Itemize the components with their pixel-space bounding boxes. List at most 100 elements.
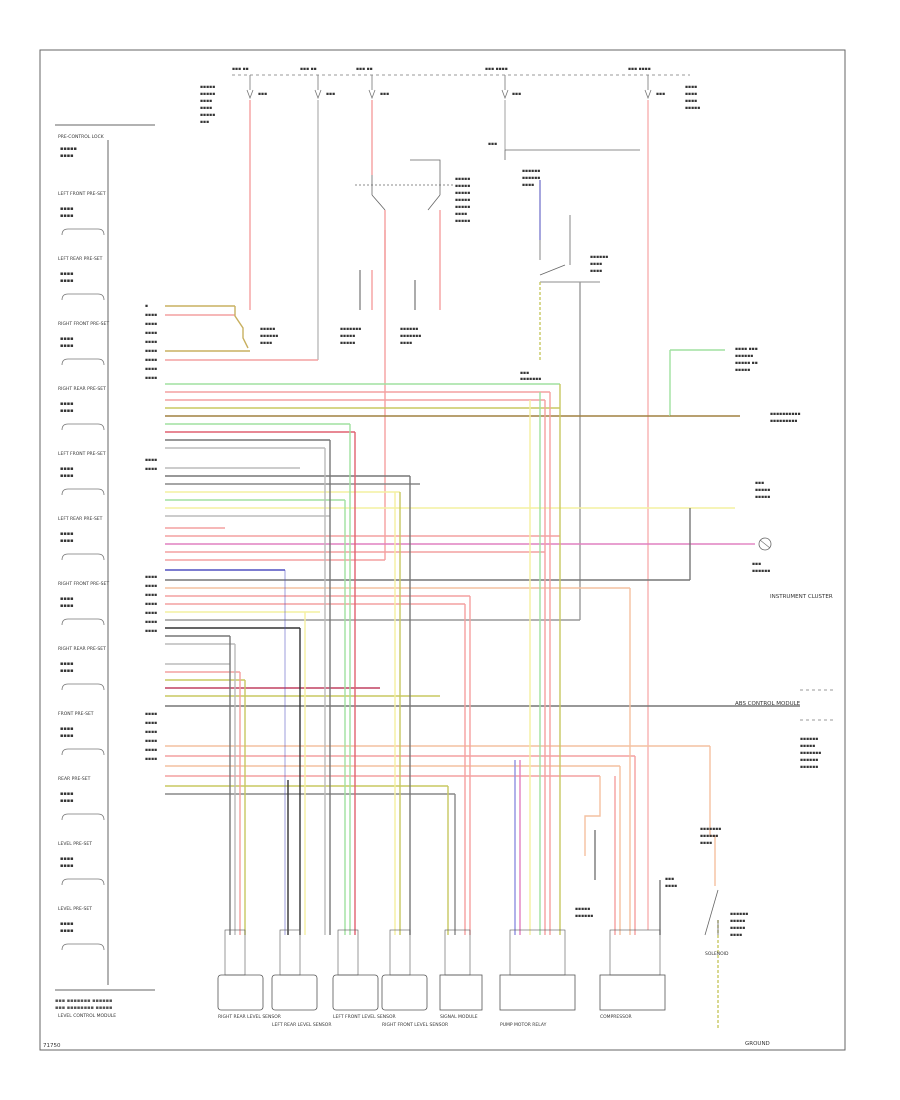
svg-text:▪▪▪▪: ▪▪▪▪ [665, 884, 677, 889]
svg-text:▪▪▪▪: ▪▪▪▪ [145, 712, 157, 717]
svg-text:▪▪▪▪▪: ▪▪▪▪▪ [455, 191, 470, 196]
svg-text:▪▪▪▪▪▪: ▪▪▪▪▪▪ [735, 354, 753, 359]
svg-text:▪▪▪: ▪▪▪ [512, 92, 521, 97]
svg-text:▪▪▪▪▪▪: ▪▪▪▪▪▪ [260, 334, 278, 339]
svg-text:▪▪▪▪: ▪▪▪▪ [145, 721, 157, 726]
svg-text:▪▪▪▪: ▪▪▪▪ [60, 278, 74, 284]
svg-text:▪▪▪▪: ▪▪▪▪ [60, 401, 74, 407]
svg-text:▪▪▪▪▪: ▪▪▪▪▪ [60, 146, 77, 152]
svg-text:▪▪▪▪: ▪▪▪▪ [145, 730, 157, 735]
svg-text:▪: ▪ [145, 304, 148, 309]
svg-text:▪▪▪▪: ▪▪▪▪ [145, 358, 157, 363]
right-side-connections: ▪▪▪▪ ▪▪▪▪▪▪▪▪▪▪▪▪▪▪ ▪▪ ▪▪▪▪▪ ▪▪▪▪▪▪▪▪▪▪▪… [575, 347, 835, 1047]
svg-text:▪▪▪▪: ▪▪▪▪ [145, 629, 157, 634]
svg-text:▪▪▪▪: ▪▪▪▪ [60, 343, 74, 349]
svg-text:▪▪▪▪: ▪▪▪▪ [522, 183, 534, 188]
svg-text:▪▪▪▪▪▪: ▪▪▪▪▪▪ [800, 758, 818, 763]
left-label-4: RIGHT REAR PRE-SET [58, 386, 106, 392]
svg-text:▪▪▪▪▪▪▪: ▪▪▪▪▪▪▪ [800, 751, 821, 756]
component-label-4: SIGNAL MODULE [440, 1014, 478, 1020]
power-distribution: ▪▪▪ ▪▪ ▪▪▪ ▪▪ ▪▪▪ ▪▪ ▪▪▪ ▪▪▪▪ ▪▪▪ ▪▪▪▪ ▪… [200, 67, 700, 125]
svg-text:▪▪▪▪: ▪▪▪▪ [60, 336, 74, 342]
module-label: LEVEL CONTROL MODULE [58, 1013, 116, 1019]
left-label-0: PRE-CONTROL LOCK [58, 134, 105, 140]
svg-text:▪▪▪ ▪▪: ▪▪▪ ▪▪ [356, 67, 373, 72]
abs-module-label: ABS CONTROL MODULE [735, 701, 801, 707]
component-label-3: RIGHT FRONT LEVEL SENSOR [382, 1022, 448, 1028]
bottom-components: RIGHT REAR LEVEL SENSOR LEFT REAR LEVEL … [217, 929, 729, 1028]
component-label-7: SOLENOID [705, 951, 729, 957]
svg-text:▪▪▪▪: ▪▪▪▪ [145, 349, 157, 354]
ground-label: GROUND [745, 1041, 770, 1047]
footer-code: 71750 [43, 1043, 61, 1049]
svg-text:▪▪▪▪▪▪: ▪▪▪▪▪▪ [800, 765, 818, 770]
svg-text:▪▪▪▪▪: ▪▪▪▪▪ [735, 368, 750, 373]
svg-text:▪▪▪▪: ▪▪▪▪ [200, 106, 212, 111]
harness-horizontal-wires [165, 305, 800, 795]
svg-text:▪▪▪▪▪▪: ▪▪▪▪▪▪ [590, 255, 608, 260]
left-label-10: REAR PRE-SET [58, 776, 91, 782]
svg-text:▪▪▪▪▪: ▪▪▪▪▪ [685, 106, 700, 111]
svg-text:▪▪▪▪▪: ▪▪▪▪▪ [200, 85, 215, 90]
svg-text:▪▪▪▪: ▪▪▪▪ [60, 271, 74, 277]
svg-text:▪▪▪▪: ▪▪▪▪ [145, 748, 157, 753]
svg-text:▪▪▪▪: ▪▪▪▪ [60, 531, 74, 537]
svg-text:▪▪▪: ▪▪▪ [258, 92, 267, 97]
svg-text:▪▪▪: ▪▪▪ [326, 92, 335, 97]
left-panel-labels: PRE-CONTROL LOCK LEFT FRONT PRE-SET LEFT… [58, 134, 116, 1019]
svg-text:▪▪▪▪▪: ▪▪▪▪▪ [340, 334, 355, 339]
svg-text:▪▪▪▪▪▪▪: ▪▪▪▪▪▪▪ [700, 827, 721, 832]
left-label-11: LEVEL PRE-SET [58, 841, 92, 847]
svg-text:▪▪▪▪▪▪: ▪▪▪▪▪▪ [522, 169, 540, 174]
svg-text:▪▪▪▪: ▪▪▪▪ [60, 863, 74, 869]
component-label-6: COMPRESSOR [600, 1014, 632, 1020]
svg-text:▪▪▪▪▪▪: ▪▪▪▪▪▪ [522, 176, 540, 181]
svg-text:▪▪▪▪: ▪▪▪▪ [200, 99, 212, 104]
svg-text:▪▪▪▪: ▪▪▪▪ [60, 213, 74, 219]
svg-text:▪▪▪▪: ▪▪▪▪ [60, 408, 74, 414]
left-label-9: FRONT PRE-SET [58, 711, 94, 717]
svg-text:▪▪▪▪: ▪▪▪▪ [590, 262, 602, 267]
svg-text:▪▪▪▪: ▪▪▪▪ [60, 596, 74, 602]
svg-text:▪▪▪: ▪▪▪ [200, 120, 209, 125]
svg-text:▪▪▪: ▪▪▪ [380, 92, 389, 97]
relay-connectors: ▪▪▪▪▪▪▪▪▪▪▪▪▪▪▪▪▪ ▪▪▪▪▪▪▪▪▪▪▪▪▪▪▪▪▪ ▪▪▪▪… [260, 270, 441, 346]
svg-text:▪▪▪▪▪: ▪▪▪▪▪ [755, 495, 770, 500]
svg-text:▪▪▪▪▪: ▪▪▪▪▪ [455, 205, 470, 210]
svg-text:▪▪▪▪: ▪▪▪▪ [145, 620, 157, 625]
harness-vertical-wires [229, 384, 719, 1030]
svg-text:▪▪▪▪: ▪▪▪▪ [60, 791, 74, 797]
component-label-2: LEFT FRONT LEVEL SENSOR [333, 1014, 396, 1020]
svg-text:▪▪▪▪▪: ▪▪▪▪▪ [575, 907, 590, 912]
svg-text:▪▪▪▪: ▪▪▪▪ [260, 341, 272, 346]
svg-text:▪▪▪▪: ▪▪▪▪ [145, 367, 157, 372]
svg-text:▪▪▪: ▪▪▪ [752, 562, 761, 567]
svg-text:▪▪▪▪▪▪: ▪▪▪▪▪▪ [700, 834, 718, 839]
svg-text:▪▪▪▪: ▪▪▪▪ [145, 611, 157, 616]
left-label-8: RIGHT REAR PRE-SET [58, 646, 106, 652]
svg-text:▪▪▪▪: ▪▪▪▪ [145, 584, 157, 589]
svg-text:▪▪▪▪: ▪▪▪▪ [145, 313, 157, 318]
svg-text:▪▪▪▪: ▪▪▪▪ [60, 153, 74, 159]
svg-text:▪▪▪ ▪▪▪▪: ▪▪▪ ▪▪▪▪ [485, 67, 508, 72]
svg-text:▪▪▪ ▪▪▪▪▪▪▪▪ ▪▪▪▪▪: ▪▪▪ ▪▪▪▪▪▪▪▪ ▪▪▪▪▪ [55, 1005, 112, 1011]
svg-text:▪▪▪▪: ▪▪▪▪ [455, 212, 467, 217]
svg-text:▪▪▪▪: ▪▪▪▪ [145, 757, 157, 762]
svg-text:▪▪▪▪▪: ▪▪▪▪▪ [730, 926, 745, 931]
svg-text:▪▪▪▪: ▪▪▪▪ [685, 92, 697, 97]
svg-text:▪▪▪▪: ▪▪▪▪ [685, 99, 697, 104]
instrument-cluster-label: INSTRUMENT CLUSTER [770, 594, 833, 600]
svg-text:▪▪▪: ▪▪▪ [488, 142, 497, 147]
svg-text:▪▪▪▪: ▪▪▪▪ [145, 458, 157, 463]
svg-text:▪▪▪: ▪▪▪ [656, 92, 665, 97]
svg-text:▪▪▪▪▪▪: ▪▪▪▪▪▪ [400, 327, 418, 332]
svg-text:▪▪▪▪: ▪▪▪▪ [60, 726, 74, 732]
svg-text:▪▪▪▪: ▪▪▪▪ [60, 928, 74, 934]
svg-text:▪▪▪▪: ▪▪▪▪ [60, 603, 74, 609]
relay-switch: ▪▪▪▪▪▪▪▪▪▪▪▪▪▪▪ ▪▪▪▪▪▪▪▪▪▪▪▪▪▪ ▪▪▪▪▪ ▪▪▪ [355, 142, 640, 560]
svg-text:▪▪▪▪: ▪▪▪▪ [145, 575, 157, 580]
svg-text:▪▪▪▪: ▪▪▪▪ [145, 331, 157, 336]
svg-text:▪▪▪▪: ▪▪▪▪ [60, 856, 74, 862]
svg-text:▪▪▪▪: ▪▪▪▪ [60, 466, 74, 472]
left-label-12: LEVEL PRE-SET [58, 906, 92, 912]
